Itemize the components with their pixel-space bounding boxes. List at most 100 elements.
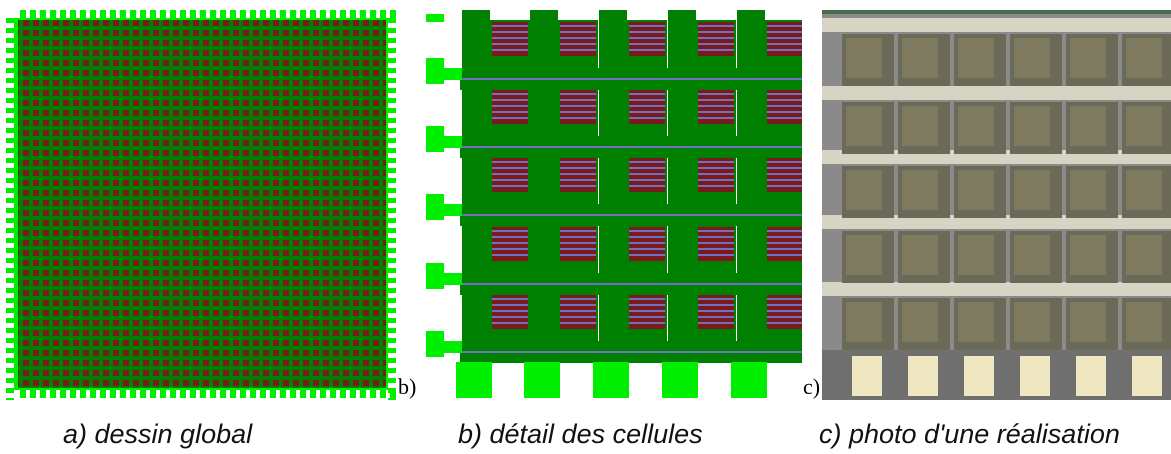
cell-stripe — [698, 105, 734, 107]
caption-global-drawing: a) dessin global — [63, 419, 253, 449]
edge-pad-top — [220, 10, 226, 18]
photo-pixel — [846, 235, 882, 275]
photo-pixel — [958, 106, 994, 146]
photo-pixel — [902, 302, 938, 342]
cell-stripe — [560, 37, 596, 39]
edge-pad-top — [390, 10, 396, 18]
cell-stripe — [492, 254, 528, 256]
cell-stripe — [698, 179, 734, 181]
edge-pad-left — [6, 328, 14, 333]
photo-pixel — [1126, 170, 1162, 210]
photo-pixel — [958, 38, 994, 78]
cell-stripe — [629, 117, 665, 119]
photo-pixel — [958, 235, 994, 275]
edge-pad-right — [388, 18, 396, 23]
edge-pad-top — [380, 10, 386, 18]
cell-stripe — [698, 49, 734, 51]
left-pad-arm — [442, 341, 462, 353]
edge-pad-right — [388, 178, 396, 183]
edge-pad-top — [360, 10, 366, 18]
photo-metal-line — [822, 215, 1171, 229]
photo-pixel — [1070, 38, 1106, 78]
edge-pad-left — [6, 248, 14, 253]
edge-pad-right — [388, 98, 396, 103]
edge-pad-right — [388, 48, 396, 53]
edge-pad-top — [210, 10, 216, 18]
gate-line — [460, 283, 802, 285]
edge-pad-top — [350, 10, 356, 18]
edge-pad-right — [388, 168, 396, 173]
edge-pad-left — [6, 318, 14, 323]
edge-pad-top — [260, 10, 266, 18]
edge-pad-top — [250, 10, 256, 18]
left-pad — [426, 331, 444, 357]
cell-stripe — [767, 236, 802, 238]
cell-stripe — [767, 322, 802, 324]
edge-pad-left — [6, 128, 14, 133]
cell-stripe — [629, 43, 665, 45]
edge-pad-bottom — [120, 390, 126, 398]
edge-pad-right — [388, 78, 396, 83]
cell-stripe — [767, 25, 802, 27]
cell-stripe — [492, 173, 528, 175]
edge-pad-right — [388, 328, 396, 333]
edge-pad-right — [388, 68, 396, 73]
edge-pad-bottom — [180, 390, 186, 398]
edge-pad-top — [110, 10, 116, 18]
edge-pad-left — [6, 228, 14, 233]
cell-stripe — [560, 322, 596, 324]
edge-pad-bottom — [170, 390, 176, 398]
column-line — [530, 10, 558, 360]
edge-pad-top — [290, 10, 296, 18]
column-line — [462, 10, 490, 360]
edge-pad-right — [388, 128, 396, 133]
edge-pad-left — [6, 338, 14, 343]
gate-line — [460, 214, 802, 216]
photo-pixel — [1126, 235, 1162, 275]
edge-pad-right — [388, 188, 396, 193]
panel-global-drawing — [6, 10, 398, 400]
cell-stripe — [767, 161, 802, 163]
edge-pad-top — [190, 10, 196, 18]
edge-pad-top — [90, 10, 96, 18]
cell-stripe — [698, 322, 734, 324]
cell-stripe — [767, 111, 802, 113]
photo-pixel — [1070, 106, 1106, 146]
cell-stripe — [767, 99, 802, 101]
edge-pad-bottom — [70, 390, 76, 398]
column-line — [737, 10, 765, 360]
edge-pad-top — [280, 10, 286, 18]
cell-stripe — [629, 37, 665, 39]
cell-stripe — [629, 93, 665, 95]
left-pad-top — [426, 14, 444, 22]
edge-pad-right — [388, 148, 396, 153]
edge-pad-left — [6, 38, 14, 43]
edge-pad-top — [200, 10, 206, 18]
edge-pad-top — [320, 10, 326, 18]
cell-stripe — [767, 185, 802, 187]
cell-stripe — [492, 37, 528, 39]
edge-pad-top — [300, 10, 306, 18]
photo-pixel — [1126, 106, 1162, 146]
edge-pad-left — [6, 188, 14, 193]
edge-pad-top — [130, 10, 136, 18]
cell-stripe — [629, 304, 665, 306]
cell-stripe — [629, 230, 665, 232]
edge-pad-right — [388, 348, 396, 353]
cell-stripe — [629, 167, 665, 169]
left-pad — [426, 58, 444, 84]
edge-pad-left — [6, 118, 14, 123]
cell-stripe — [492, 31, 528, 33]
edge-pad-right — [388, 368, 396, 373]
gate-line — [460, 351, 802, 353]
edge-pad-top — [20, 10, 26, 18]
edge-pad-bottom — [230, 390, 236, 398]
cell-stripe — [629, 111, 665, 113]
cell-stripe — [629, 322, 665, 324]
edge-pad-bottom — [290, 390, 296, 398]
edge-pad-left — [6, 358, 14, 363]
photo-pixel — [1070, 170, 1106, 210]
edge-pad-left — [6, 378, 14, 383]
edge-pad-top — [330, 10, 336, 18]
cell-stripe — [492, 179, 528, 181]
